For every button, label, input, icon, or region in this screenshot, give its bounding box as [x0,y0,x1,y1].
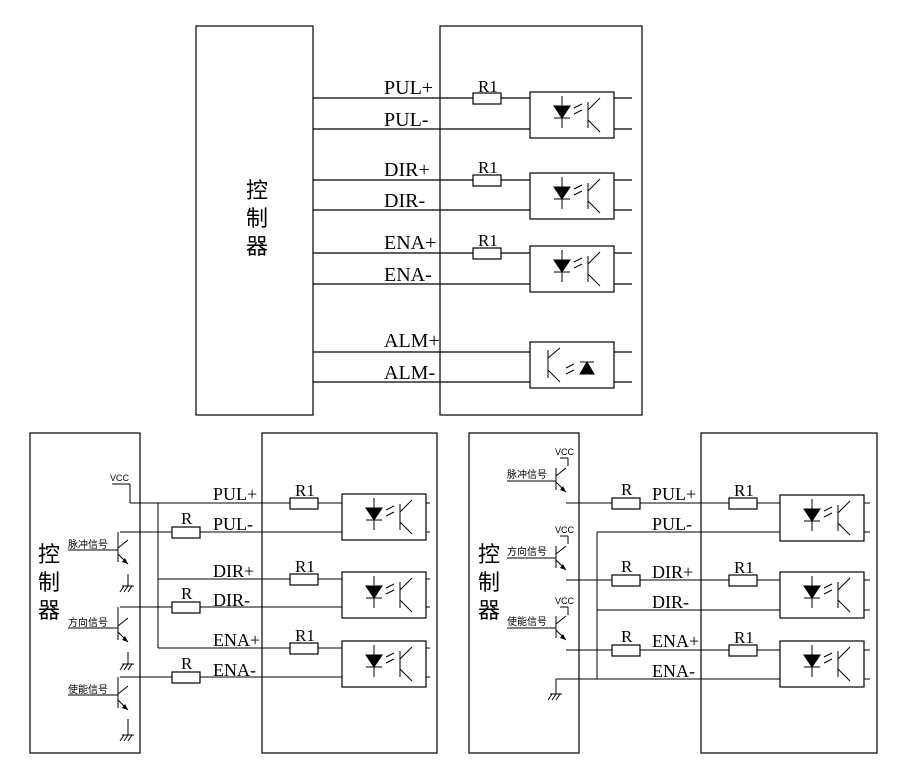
bl-label-pul-minus: PUL- [213,514,253,534]
br-opto-dir [779,571,865,619]
bl-controller-char-2: 制 [38,571,60,596]
bl-r-ena [171,671,201,684]
top-r1-dir-label: R1 [478,158,498,177]
bl-input-direction: 方向信号 [68,616,108,629]
br-r-dir-label: R [621,557,633,576]
br-controller-char-3: 器 [478,599,500,624]
top-diagram: 控 制 器 R1 R1 R1 PUL+ PUL- DIR+ DIR [195,25,643,416]
top-r1-ena-label: R1 [478,231,498,250]
bl-input-pulse: 脉冲信号 [68,538,108,551]
br-r-ena [611,644,641,657]
bl-r1-pul-label: R1 [295,481,315,500]
br-label-pul-plus: PUL+ [652,484,696,504]
top-label-dir-minus: DIR- [384,190,425,212]
top-controller-char-1: 控 [246,179,268,204]
top-r1-pul [472,92,502,105]
br-label-pul-minus: PUL- [652,514,692,534]
br-input-direction: 方向信号 [507,545,547,558]
bottom-left-diagram: 控 制 器 VCC [29,432,438,754]
bl-r-ena-label: R [181,654,193,673]
br-r1-dir [728,574,758,587]
top-opto-dir [529,172,615,220]
bl-r-dir [171,601,201,614]
top-opto-alm [529,341,615,389]
bl-opto-pul [341,493,427,541]
top-label-alm-plus: ALM+ [384,330,440,352]
top-controller-box [195,25,314,416]
top-opto-pul [529,91,615,139]
bl-label-ena-minus: ENA- [213,660,256,680]
top-label-alm-minus: ALM- [384,362,435,384]
br-r-dir [611,574,641,587]
top-label-dir-plus: DIR+ [384,159,430,181]
bl-label-dir-plus: DIR+ [213,561,254,581]
br-r-ena-label: R [621,627,633,646]
br-input-pulse: 脉冲信号 [507,468,547,481]
bl-r-pul-label: R [181,509,193,528]
br-vcc-label-1: VCC [555,447,575,457]
br-r1-dir-label: R1 [734,558,754,577]
bl-label-dir-minus: DIR- [213,590,250,610]
br-label-dir-plus: DIR+ [652,562,693,582]
top-label-ena-minus: ENA- [384,264,432,286]
br-input-enable: 使能信号 [507,615,547,628]
bl-r1-ena-label: R1 [295,626,315,645]
bl-r-pul [171,526,201,539]
br-r1-pul-label: R1 [734,481,754,500]
top-label-pul-plus: PUL+ [384,77,433,99]
top-r1-pul-label: R1 [478,77,498,96]
bl-opto-ena [341,640,427,688]
bl-vcc-label: VCC [110,473,130,483]
bl-label-pul-plus: PUL+ [213,484,257,504]
br-r1-pul [728,497,758,510]
br-controller-char-2: 制 [478,571,500,596]
bl-r1-ena [289,642,319,655]
br-opto-pul [779,494,865,542]
br-label-dir-minus: DIR- [652,592,689,612]
top-controller-char-3: 器 [246,235,268,260]
bl-controller-box [29,432,141,754]
top-r1-ena [472,247,502,260]
br-controller-char-1: 控 [478,543,500,568]
br-label-ena-plus: ENA+ [652,631,699,651]
top-r1-dir [472,174,502,187]
bl-label-ena-plus: ENA+ [213,630,260,650]
br-vcc-label-3: VCC [555,596,575,606]
bl-r1-dir [289,573,319,586]
bottom-right-diagram: 控 制 器 VCC VCC VCC 脉冲信号 方向信号 使能信号 [468,432,878,754]
bl-controller-char-1: 控 [38,543,60,568]
br-r1-ena-label: R1 [734,628,754,647]
br-r-pul [611,497,641,510]
br-r-pul-label: R [621,480,633,499]
top-opto-ena [529,245,615,293]
bl-input-enable: 使能信号 [68,683,108,696]
br-label-ena-minus: ENA- [652,661,695,681]
bl-r1-dir-label: R1 [295,557,315,576]
br-opto-ena [779,640,865,688]
top-label-pul-minus: PUL- [384,109,428,131]
bl-r-dir-label: R [181,584,193,603]
bl-controller-char-3: 器 [38,599,60,624]
top-controller-char-2: 制 [246,207,268,232]
br-vcc-label-2: VCC [555,525,575,535]
br-r1-ena [728,644,758,657]
bl-opto-dir [341,571,427,619]
top-label-ena-plus: ENA+ [384,232,436,254]
bl-r1-pul [289,497,319,510]
